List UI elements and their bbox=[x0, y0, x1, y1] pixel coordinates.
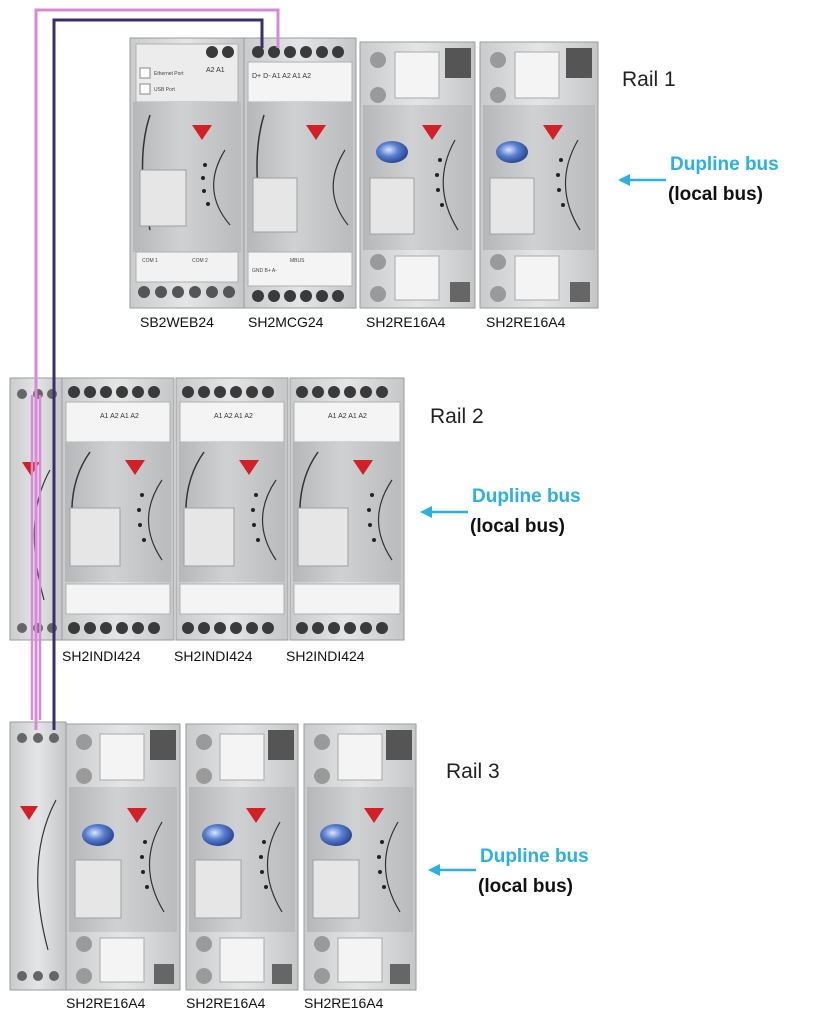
svg-text:COM 2: COM 2 bbox=[192, 258, 208, 264]
module-label: SH2RE16A4 bbox=[66, 995, 146, 1011]
module-label: SH2MCG24 bbox=[248, 314, 324, 330]
bus-sub: (local bus) bbox=[478, 876, 573, 897]
bus-wires bbox=[30, 8, 280, 730]
module-sh2indi424: A1 A2 A1 A2 bbox=[289, 377, 405, 641]
svg-text:A1 A2 A1 A2: A1 A2 A1 A2 bbox=[100, 413, 139, 420]
module-label: SH2RE16A4 bbox=[486, 314, 566, 330]
rail-label: Rail 1 bbox=[622, 68, 676, 91]
bus-name: Dupline bus bbox=[670, 154, 779, 175]
module-sh2indi424: A1 A2 A1 A2 bbox=[175, 377, 289, 641]
module-sb2web24: Ethernet Port USB Port A2 A1 COM 1 COM 2 bbox=[129, 37, 245, 309]
rail-label: Rail 2 bbox=[430, 405, 484, 428]
svg-text:D+ D- A1 A2 A1 A2: D+ D- A1 A2 A1 A2 bbox=[252, 73, 311, 80]
rail-1: Ethernet Port USB Port A2 A1 COM 1 COM 2 bbox=[129, 37, 779, 330]
module-sh2re16a4 bbox=[479, 41, 599, 309]
module-sh2re16a4 bbox=[65, 723, 181, 991]
bus-wire-dark bbox=[52, 18, 264, 730]
module-sh2re16a4 bbox=[185, 723, 299, 991]
module-sh2indi424: A1 A2 A1 A2 bbox=[61, 377, 175, 641]
svg-text:MBUS: MBUS bbox=[290, 258, 305, 264]
svg-text:A1 A2 A1 A2: A1 A2 A1 A2 bbox=[328, 413, 367, 420]
bus-wire-pink bbox=[34, 8, 280, 730]
module-label: SH2RE16A4 bbox=[366, 314, 446, 330]
module-power-supply bbox=[9, 721, 67, 991]
module-label: SH2INDI424 bbox=[174, 648, 253, 664]
rail-label: Rail 3 bbox=[446, 760, 500, 783]
arrow-head bbox=[420, 506, 432, 518]
svg-text:USB Port: USB Port bbox=[154, 87, 175, 93]
svg-text:GND B+ A-: GND B+ A- bbox=[252, 268, 277, 274]
module-label: SH2RE16A4 bbox=[186, 995, 266, 1011]
arrow-head bbox=[618, 174, 630, 186]
module-sh2re16a4 bbox=[303, 723, 417, 991]
rail-3: SH2RE16A4 SH2RE16A4 SH2RE16A4 Rail 3 Dup… bbox=[9, 721, 589, 1011]
bus-sub: (local bus) bbox=[668, 184, 763, 205]
arrow-head bbox=[428, 864, 440, 876]
module-sh2mcg24: D+ D- A1 A2 A1 A2 MBUS GND B+ A- bbox=[243, 37, 357, 309]
bus-name: Dupline bus bbox=[480, 846, 589, 867]
module-label: SH2INDI424 bbox=[62, 648, 141, 664]
svg-text:A1 A2 A1 A2: A1 A2 A1 A2 bbox=[214, 413, 253, 420]
module-label: SB2WEB24 bbox=[140, 314, 214, 330]
rail-2: A1 A2 A1 A2 A1 A2 A1 A2 bbox=[9, 377, 581, 664]
svg-text:A2 A1: A2 A1 bbox=[206, 67, 225, 74]
bus-sub: (local bus) bbox=[470, 516, 565, 537]
module-sh2re16a4 bbox=[359, 41, 476, 309]
module-label: SH2RE16A4 bbox=[304, 995, 384, 1011]
module-label: SH2INDI424 bbox=[286, 648, 365, 664]
svg-text:COM 1: COM 1 bbox=[142, 258, 158, 264]
bus-name: Dupline bus bbox=[472, 486, 581, 507]
svg-text:Ethernet Port: Ethernet Port bbox=[154, 71, 184, 77]
